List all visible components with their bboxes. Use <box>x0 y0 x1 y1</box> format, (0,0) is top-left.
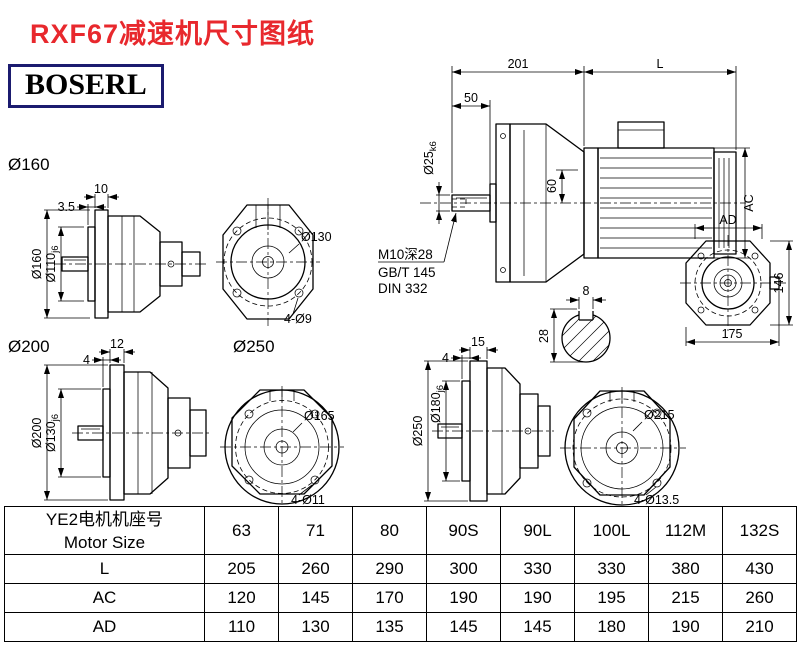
page-title: RXF67减速机尺寸图纸 <box>30 19 316 49</box>
table-cell: 260 <box>722 583 797 613</box>
table-cell: 195 <box>574 583 649 613</box>
flange160-group-label: Ø160 <box>8 155 50 174</box>
dim-rear-width: 175 <box>722 327 743 341</box>
table-header-cn: YE2电机机座号 <box>45 509 164 529</box>
dim-key-height: 28 <box>537 329 551 343</box>
motor-size-table: YE2电机机座号 Motor Size 63 71 80 90S 90L 100… <box>4 506 797 642</box>
dim-rear-top: AD <box>719 213 736 227</box>
note-standard-gb: GB/T 145 <box>378 265 436 280</box>
dim-flange200-holes: 4-Ø11 <box>291 493 325 507</box>
dim-key-width: 8 <box>583 284 590 298</box>
dim-bore: 60 <box>545 179 559 193</box>
table-cell: 120 <box>204 583 279 613</box>
dim-flange160-width: 10 <box>94 182 108 196</box>
gearmotor-assembly-view: 201 L 50 Ø25k6 60 AC M10深28 <box>378 57 756 296</box>
table-cell: 215 <box>648 583 723 613</box>
dim-shaft-dia: Ø25k6 <box>422 141 439 175</box>
table-header-motor-size: YE2电机机座号 Motor Size <box>4 506 205 555</box>
dim-flange160-holes: 4-Ø9 <box>284 312 312 326</box>
table-size-col: 132S <box>722 506 797 555</box>
table-cell: 130 <box>278 612 353 642</box>
dim-flange160-bolt-circle: Ø130 <box>301 230 332 244</box>
table-cell: 170 <box>352 583 427 613</box>
dim-shaft-length: 50 <box>464 91 478 105</box>
table-size-col: 112M <box>648 506 723 555</box>
dim-flange250-outer: Ø250 <box>411 416 425 447</box>
table-cell: 260 <box>278 554 353 584</box>
flange160-side-view: 10 3.5 Ø160 Ø110j6 <box>30 182 208 319</box>
table-cell: 205 <box>204 554 279 584</box>
table-cell: 190 <box>500 583 575 613</box>
table-cell: 300 <box>426 554 501 584</box>
table-cell: 430 <box>722 554 797 584</box>
note-tap-hole: M10深28 <box>378 247 433 262</box>
dim-gearbox-length: 201 <box>508 57 529 71</box>
table-header-en: Motor Size <box>63 532 146 552</box>
dim-rear-height: 146 <box>772 273 786 294</box>
table-cell: 135 <box>352 612 427 642</box>
rear-flange-view: AD 146 175 <box>680 213 793 346</box>
dim-flange160-step: 3.5 <box>58 200 75 214</box>
table-size-col: 80 <box>352 506 427 555</box>
table-row-AC: AC 120 145 170 190 190 195 215 260 <box>4 583 797 613</box>
dim-flange200-outer: Ø200 <box>30 418 44 449</box>
flange200-side-view: 12 4 Ø200 Ø130j6 <box>30 337 210 501</box>
row-label: L <box>4 554 205 584</box>
table-size-col: 71 <box>278 506 353 555</box>
flange250-front-view: Ø215 4-Ø13.5 <box>560 387 686 507</box>
dim-motor-height: AC <box>742 194 756 211</box>
table-cell: 180 <box>574 612 649 642</box>
table-size-col: 63 <box>204 506 279 555</box>
table-cell: 380 <box>648 554 723 584</box>
dim-flange250-pilot: Ø180j6 <box>429 385 446 423</box>
table-cell: 330 <box>500 554 575 584</box>
table-cell: 145 <box>500 612 575 642</box>
flange250-group-label: Ø250 <box>233 337 275 356</box>
flange160-front-view: Ø130 4-Ø9 <box>216 198 332 326</box>
table-size-col: 90S <box>426 506 501 555</box>
dim-flange250-holes: 4-Ø13.5 <box>634 493 679 507</box>
dim-flange200-step: 4 <box>83 353 90 367</box>
table-cell: 210 <box>722 612 797 642</box>
dim-flange250-width: 15 <box>471 335 485 349</box>
table-cell: 330 <box>574 554 649 584</box>
table-cell: 145 <box>278 583 353 613</box>
dim-flange200-bolt-circle: Ø165 <box>304 409 335 423</box>
table-cell: 145 <box>426 612 501 642</box>
group-labels: Ø160 Ø200 Ø250 <box>8 155 275 356</box>
table-size-col: 100L <box>574 506 649 555</box>
dim-flange200-width: 12 <box>110 337 124 351</box>
table-size-col: 90L <box>500 506 575 555</box>
row-label: AC <box>4 583 205 613</box>
dim-flange200-pilot: Ø130j6 <box>44 414 61 452</box>
brand-logo: BOSERL <box>8 64 164 108</box>
dim-flange250-bolt-circle: Ø215 <box>644 408 675 422</box>
flange250-side-view: 15 4 Ø250 Ø180j6 <box>411 335 554 502</box>
note-standard-din: DIN 332 <box>378 281 428 296</box>
dim-motor-length: L <box>657 57 664 71</box>
table-cell: 110 <box>204 612 279 642</box>
shaft-key-section: 8 28 <box>537 284 611 363</box>
table-header-row: YE2电机机座号 Motor Size 63 71 80 90S 90L 100… <box>4 506 797 555</box>
flange200-front-view: Ø165 4-Ø11 <box>220 386 344 507</box>
dim-flange160-outer: Ø160 <box>30 249 44 280</box>
table-row-L: L 205 260 290 300 330 330 380 430 <box>4 554 797 584</box>
table-row-AD: AD 110 130 135 145 145 180 190 210 <box>4 612 797 642</box>
dim-flange250-step: 4 <box>442 351 449 365</box>
table-cell: 290 <box>352 554 427 584</box>
row-label: AD <box>4 612 205 642</box>
flange200-group-label: Ø200 <box>8 337 50 356</box>
dim-flange160-pilot: Ø110j6 <box>44 245 61 282</box>
table-cell: 190 <box>426 583 501 613</box>
motor-cooling-fins <box>600 157 712 249</box>
table-cell: 190 <box>648 612 723 642</box>
